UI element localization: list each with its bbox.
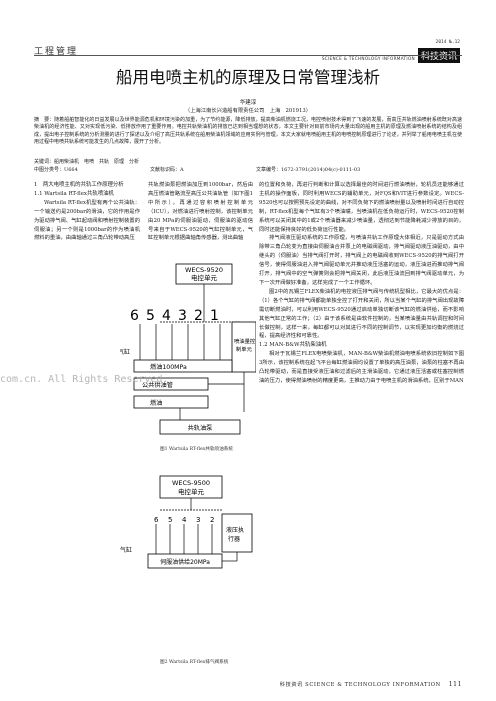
fuel-supply-label: 燃油 — [150, 399, 162, 407]
figure-1-caption: 图1 Wartsila RT-flex共轨喷油系统 — [160, 447, 233, 452]
ecu-label-2: 电控单元 — [191, 273, 218, 282]
figure-2-caption: 图2 Wartsila RT-flex排气阀系统 — [160, 660, 229, 665]
injection-control-unit — [231, 321, 256, 373]
cylinder-numbers: 6 5 4 3 2 1 — [130, 308, 219, 324]
rail-pump-label: 共轨油泵 — [188, 424, 213, 432]
cylinder-label: 气缸 — [120, 546, 132, 554]
issue-date: 2014 №.12 — [435, 40, 460, 45]
fuel-rail-label: 燃油100MPa — [150, 363, 187, 371]
cylinder-number: 4 — [162, 308, 171, 324]
cylinder-number: 3 — [178, 308, 187, 324]
header-rule — [34, 55, 462, 56]
ecu-label-1: WECS-9500 — [172, 479, 210, 487]
subsection-heading-1-1: 1.1 Wartsila RT-flex共轨喷油机 — [34, 190, 114, 197]
cylinder-number: 1 — [210, 308, 219, 324]
journal-header: 2014 №.12 SCIENCE & TECHNOLOGY INFORMATI… — [322, 40, 460, 64]
keywords: 关键词：船用柴油机 电喷 共轨 原理 分析 — [34, 159, 140, 165]
cylinder-number: 3 — [196, 516, 200, 524]
cylinder-number: 5 — [168, 516, 172, 524]
cylinder-number: 5 — [146, 308, 155, 324]
column-3-text: 的位置和负荷，再进行判断和计算以选择最佳的时间进行燃油喷射，轮机员还能够通过主机… — [259, 181, 464, 386]
cylinder-number: 2 — [194, 308, 203, 324]
ecu-label-1: WECS-9520 — [185, 266, 223, 274]
fuel-supply-box — [133, 395, 209, 409]
icu-label-2: 制单元 — [236, 345, 253, 353]
paragraph: 的位置和负荷，再进行判断和计算以选择最佳的时间进行燃油喷射，轮机员还能够通过主机… — [259, 182, 464, 233]
article-title: 船用电喷主机的原理及日常管理浅析 — [116, 68, 380, 87]
hydraulic-label-1: 液压执 — [226, 526, 244, 534]
page-number: 111 — [448, 681, 462, 688]
paragraph: 相对于瓦锡兰FLEX电喷柴油机，MAN-B&W柴油机燃油电喷系统依旧控制如下图3… — [259, 351, 464, 384]
journal-en: SCIENCE & TECHNOLOGY INFORMATION — [321, 56, 415, 61]
section-label: 工程管理 — [34, 47, 79, 57]
column-1: 1 两大电喷主机的共轨工作原理分析 1.1 Wartsila RT-flex共轨… — [34, 181, 140, 243]
cylinder-numbers: 6 5 4 3 2 — [154, 516, 214, 524]
page-footer: 科技资讯 SCIENCE & TECHNOLOGY INFORMATION 111 — [280, 681, 462, 688]
common-rail-label: 公共供油管 — [142, 381, 173, 389]
injector-lines — [139, 324, 221, 360]
servo-oil-label: 伺服油供给20MPa — [160, 558, 210, 566]
footer-journal: 科技资讯 SCIENCE & TECHNOLOGY INFORMATION — [279, 682, 441, 688]
paragraph: 共轨燃油泵把燃油加压到1000bar，然后由高压燃油管路流至高压公共油轨管（如下… — [148, 182, 253, 242]
section-heading-1: 1 两大电喷主机的共轨工作原理分析 — [34, 182, 124, 188]
article-number: 文章编号：1672-3791(2014)04(c)-0111-03 — [256, 167, 361, 173]
rail-pump-box — [159, 419, 241, 435]
abstract: 摘 要：随着船舶智能化的日益发展以及世界能源危机和环境污染的加重，为了节约能源，… — [34, 117, 462, 146]
cylinder-number: 6 — [130, 308, 139, 324]
affiliation: （上海江南长兴造船有限责任公司 上海 201913） — [184, 108, 312, 114]
class-number: 中图分类号：U664 — [34, 167, 78, 173]
figure-2-diagram: WECS-9500 电控单元 6 5 4 3 2 气缸 液压执 行器 伺服油供给… — [120, 475, 253, 569]
cylinder-label: 气缸 — [120, 348, 130, 356]
cylinder-number: 4 — [182, 516, 187, 524]
cylinder-number: 2 — [210, 516, 214, 524]
ecu-label-2: 电控单元 — [178, 487, 205, 496]
author: 华建淳 — [239, 100, 257, 106]
subsection-heading-1-2: 1.2 MAN-B&W共轨柴油机 — [259, 342, 327, 349]
hydraulic-label-2: 行器 — [228, 535, 240, 543]
cylinder-number: 6 — [154, 516, 159, 524]
document-code: 文献标识码：A — [150, 167, 184, 173]
paragraph: 排气阀液压驱动系统的工作原理，与喷油共轨工作原理大体相近，只是驱动方式由除带三角… — [259, 235, 464, 286]
valve-lines — [155, 524, 213, 554]
fuel-rail — [133, 359, 233, 373]
icu-label-1: 喷油量控 — [234, 337, 256, 345]
paragraph: 图2中的瓦锡兰FLEX柴油机的电控液压排气阀与传统机型相比，它最大的优点是：（1… — [259, 288, 464, 340]
column-2: 共轨燃油泵把燃油加压到1000bar，然后由高压燃油管路流至高压公共油轨管（如下… — [148, 181, 253, 243]
paragraph: Wartsila RT-flex机型有两个公共油轨：一个输送约是200bar的滑… — [34, 199, 140, 242]
figure-1-diagram: WECS-9520 电控单元 6 5 4 3 2 1 气缸 喷油量控 制单元 燃… — [120, 263, 256, 435]
watermark: com.cn. All Rights Reserved. — [0, 374, 169, 385]
